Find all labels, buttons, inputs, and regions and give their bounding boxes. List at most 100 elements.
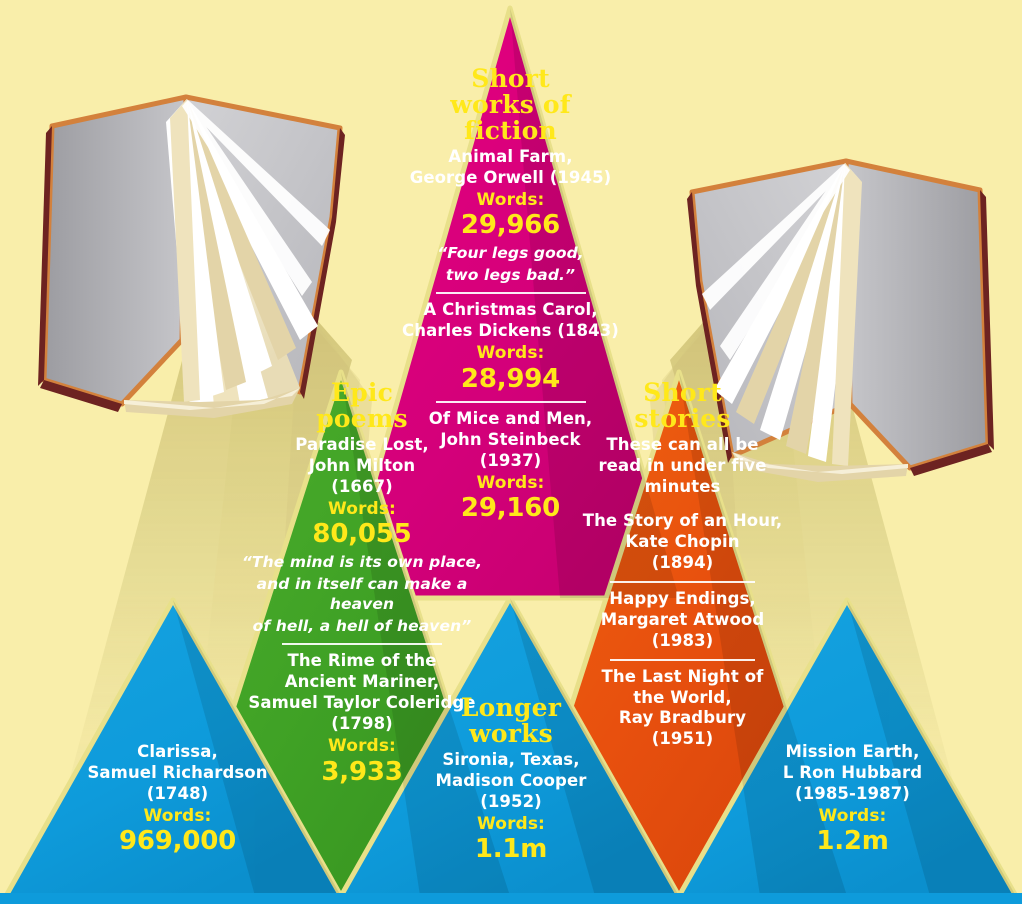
- entry-title-line: (1798): [331, 714, 393, 734]
- entry-title-line: Samuel Taylor Coleridge: [248, 693, 476, 713]
- heading-epic-poems: Epic poems: [222, 380, 502, 432]
- heading-line: stories: [634, 404, 731, 433]
- short-stories-note: These can all be read in under five minu…: [570, 435, 795, 498]
- heading-line: works: [469, 719, 553, 748]
- entry-title-line: (1667): [331, 476, 393, 496]
- panel-longer-works-middle: Longer works Sironia, Texas, Madison Coo…: [400, 695, 622, 865]
- entry-title-line: A Christmas Carol,: [423, 300, 598, 320]
- entry-title-line: (1952): [480, 791, 542, 811]
- entry-title-line: Mission Earth,: [785, 742, 920, 761]
- heading-line: Short: [471, 64, 550, 93]
- entry-title-line: The Rime of the: [287, 651, 437, 671]
- entry-of-mice-and-men: Of Mice and Men, John Steinbeck (1937) W…: [378, 409, 643, 524]
- entry-rime-ancient-mariner: The Rime of the Ancient Mariner, Samuel …: [222, 651, 502, 787]
- words-value: 1.1m: [474, 834, 548, 865]
- quote-line: and in itself can make a heaven: [256, 575, 468, 614]
- entry-title-line: The Last Night of: [601, 666, 764, 686]
- divider: [435, 292, 586, 295]
- words-label: Words:: [476, 189, 545, 210]
- entry-title-line: Kate Chopin: [625, 531, 740, 551]
- divider: [610, 580, 755, 583]
- bottom-strip: [0, 893, 1022, 904]
- entry-sironia-texas: Sironia, Texas, Madison Cooper (1952) Wo…: [400, 750, 622, 865]
- triangle-mosaic: [3, 5, 1019, 899]
- quote-line: “Four legs good,: [437, 243, 584, 262]
- facet-sheen: [173, 8, 1016, 896]
- entry-title-line: George Orwell (1945): [409, 167, 612, 187]
- entry-title-line: Sironia, Texas,: [442, 750, 580, 769]
- panel-epic-poems: Epic poems Paradise Lost, John Milton (1…: [222, 380, 502, 787]
- divider: [610, 658, 755, 661]
- entry-title-line: Madison Cooper: [435, 770, 587, 790]
- words-label: Words:: [328, 736, 396, 757]
- entry-title-line: L Ron Hubbard: [782, 762, 923, 782]
- heading-line: poems: [316, 404, 408, 433]
- words-label: Words:: [328, 498, 396, 519]
- words-label: Words:: [476, 343, 545, 364]
- entry-title-line: Margaret Atwood: [600, 609, 765, 629]
- quote-line: “The mind is its own place,: [241, 552, 483, 571]
- entry-title-line: The Story of an Hour,: [582, 510, 783, 530]
- entry-title-line: Ray Bradbury: [618, 708, 747, 728]
- panel-longer-works-right: Mission Earth, L Ron Hubbard (1985-1987)…: [730, 742, 975, 857]
- divider: [282, 643, 442, 646]
- entry-animal-farm: Animal Farm, George Orwell (1945) Words:…: [378, 147, 643, 285]
- words-value: 1.2m: [816, 826, 889, 857]
- entry-happy-endings: Happy Endings, Margaret Atwood (1983): [570, 589, 795, 652]
- words-label: Words:: [476, 473, 545, 494]
- entry-title-line: Animal Farm,: [448, 147, 573, 166]
- open-book-left: [38, 94, 345, 418]
- heading-short-works-of-fiction: Short works of fiction: [378, 66, 643, 144]
- note-line: These can all be: [606, 435, 759, 454]
- words-value: 28,994: [460, 363, 561, 394]
- entry-title-line: the World,: [633, 687, 732, 707]
- entry-title-line: Of Mice and Men,: [428, 409, 593, 429]
- heading-line: fiction: [464, 116, 557, 145]
- entry-title-line: (1985-1987): [795, 783, 910, 803]
- divider: [435, 401, 586, 404]
- words-value: 3,933: [321, 756, 403, 787]
- quote-line: two legs bad.”: [445, 266, 576, 285]
- note-line: minutes: [644, 476, 721, 496]
- entry-title-line: Clarissa,: [137, 742, 218, 761]
- quote-line: of hell, a hell of heaven”: [252, 617, 472, 636]
- heading-line: Longer: [460, 693, 562, 722]
- entry-title-line: John Milton: [308, 455, 416, 475]
- entry-clarissa: Clarissa, Samuel Richardson (1748) Words…: [55, 742, 300, 857]
- words-value: 80,055: [312, 519, 412, 550]
- words-value: 969,000: [118, 826, 237, 857]
- open-book-right: [687, 158, 994, 482]
- spacer: [570, 498, 795, 511]
- panel-short-works-of-fiction: Short works of fiction Animal Farm, Geor…: [378, 66, 643, 524]
- words-value: 29,966: [460, 210, 561, 241]
- note-line: read in under five: [598, 455, 767, 475]
- entry-story-of-an-hour: The Story of an Hour, Kate Chopin (1894): [570, 511, 795, 574]
- heading-line: Epic: [330, 378, 394, 407]
- words-label: Words:: [477, 813, 545, 834]
- words-value: 29,160: [460, 493, 561, 524]
- heading-line: works of: [450, 90, 571, 119]
- panel-longer-works-left: Clarissa, Samuel Richardson (1748) Words…: [55, 742, 300, 857]
- entry-title-line: (1951): [651, 729, 714, 749]
- entry-title-line: (1894): [651, 552, 714, 572]
- entry-title-line: (1748): [146, 783, 209, 803]
- words-label: Words:: [143, 805, 212, 826]
- entry-title-line: Samuel Richardson: [87, 762, 268, 782]
- entry-a-christmas-carol: A Christmas Carol, Charles Dickens (1843…: [378, 300, 643, 394]
- entry-last-night-of-the-world: The Last Night of the World, Ray Bradbur…: [570, 667, 795, 751]
- entry-title-line: John Steinbeck: [440, 430, 581, 450]
- entry-paradise-lost: Paradise Lost, John Milton (1667) Words:…: [222, 435, 502, 636]
- words-label: Words:: [818, 805, 887, 826]
- heading-longer-works: Longer works: [400, 695, 622, 747]
- entry-title-line: (1983): [651, 630, 714, 650]
- entry-mission-earth: Mission Earth, L Ron Hubbard (1985-1987)…: [730, 742, 975, 857]
- heading-line: Short: [643, 378, 722, 407]
- panel-short-stories: Short stories These can all be read in u…: [570, 380, 795, 750]
- entry-title-line: (1937): [479, 451, 542, 471]
- heading-short-stories: Short stories: [570, 380, 795, 432]
- entry-title-line: Paradise Lost,: [295, 435, 429, 454]
- entry-title-line: Charles Dickens (1843): [402, 321, 619, 341]
- entry-title-line: Ancient Mariner,: [284, 672, 440, 692]
